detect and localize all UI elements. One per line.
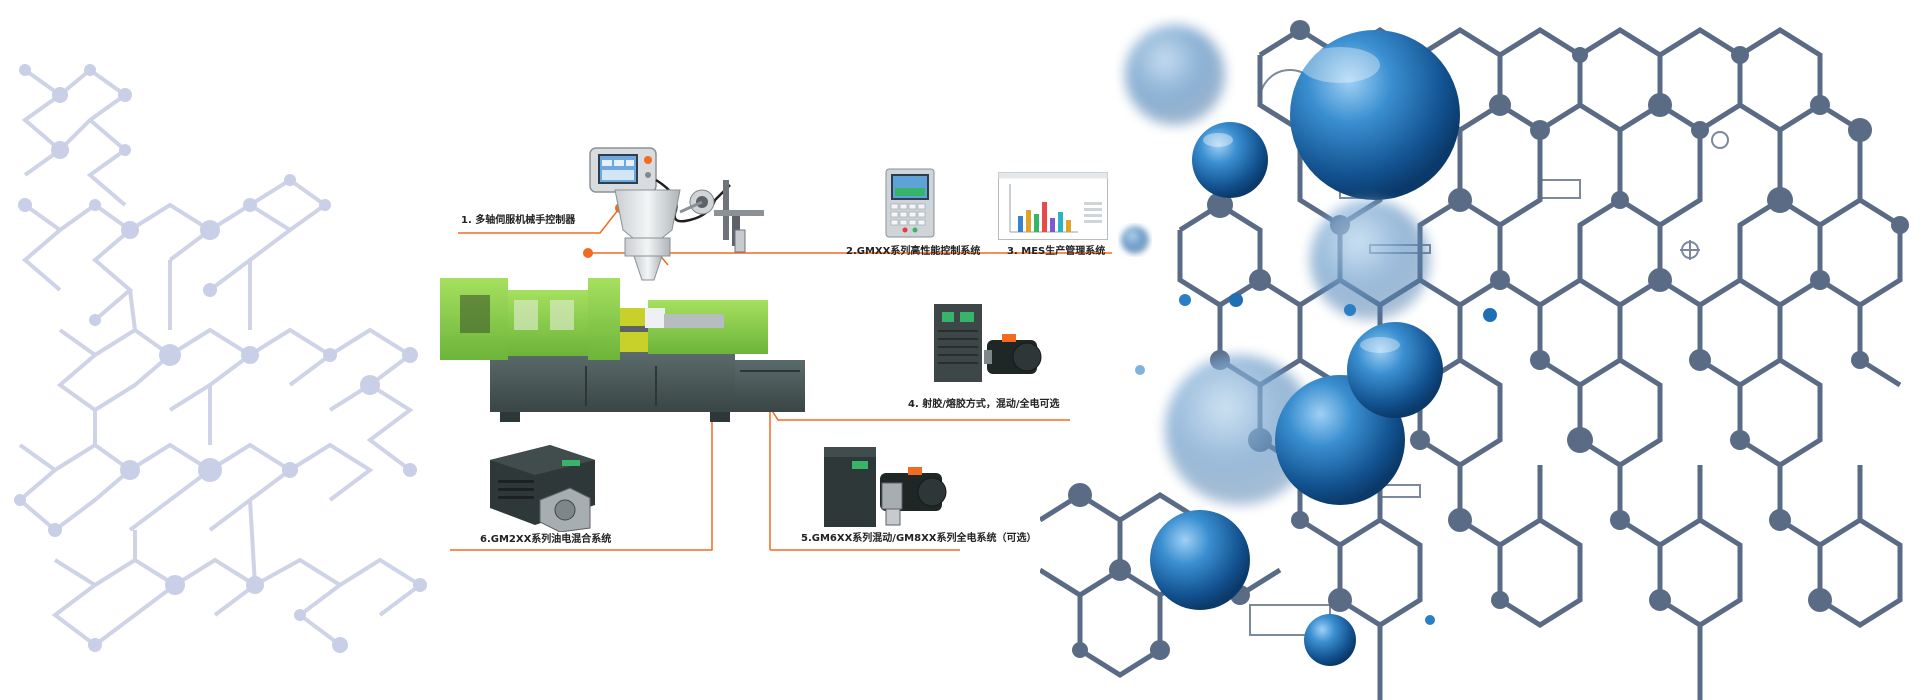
callout-label-6: 6.GM2XX系列油电混合系统 (480, 534, 612, 545)
callout-label-3: 3. MES生产管理系统 (1007, 246, 1106, 257)
blue-spheres (1121, 25, 1497, 666)
servo-motor-icon (934, 304, 1042, 382)
callout-label-1: 1. 多轴伺服机械手控制器 (461, 215, 576, 226)
left-molecule-network (14, 64, 427, 653)
all-electric-drive-icon (824, 447, 947, 527)
robot-arm (714, 180, 764, 253)
callout-label-2: 2.GMXX系列高性能控制系统 (846, 246, 981, 257)
machine-diagram (440, 147, 1112, 551)
right-molecule-network (1040, 20, 1909, 700)
injection-machine (440, 278, 805, 422)
callout-label-4: 4. 射胶/熔胶方式，混动/全电可选 (908, 399, 1060, 410)
hopper (614, 189, 715, 281)
bar-chart-icon (998, 172, 1108, 240)
hmi-panel-icon (885, 168, 935, 238)
hybrid-drive-icon (490, 445, 595, 532)
callout-label-5: 5.GM6XX系列混动/GM8XX系列全电系统（可选） (801, 533, 1037, 544)
robot-controller-pendant (589, 147, 731, 223)
